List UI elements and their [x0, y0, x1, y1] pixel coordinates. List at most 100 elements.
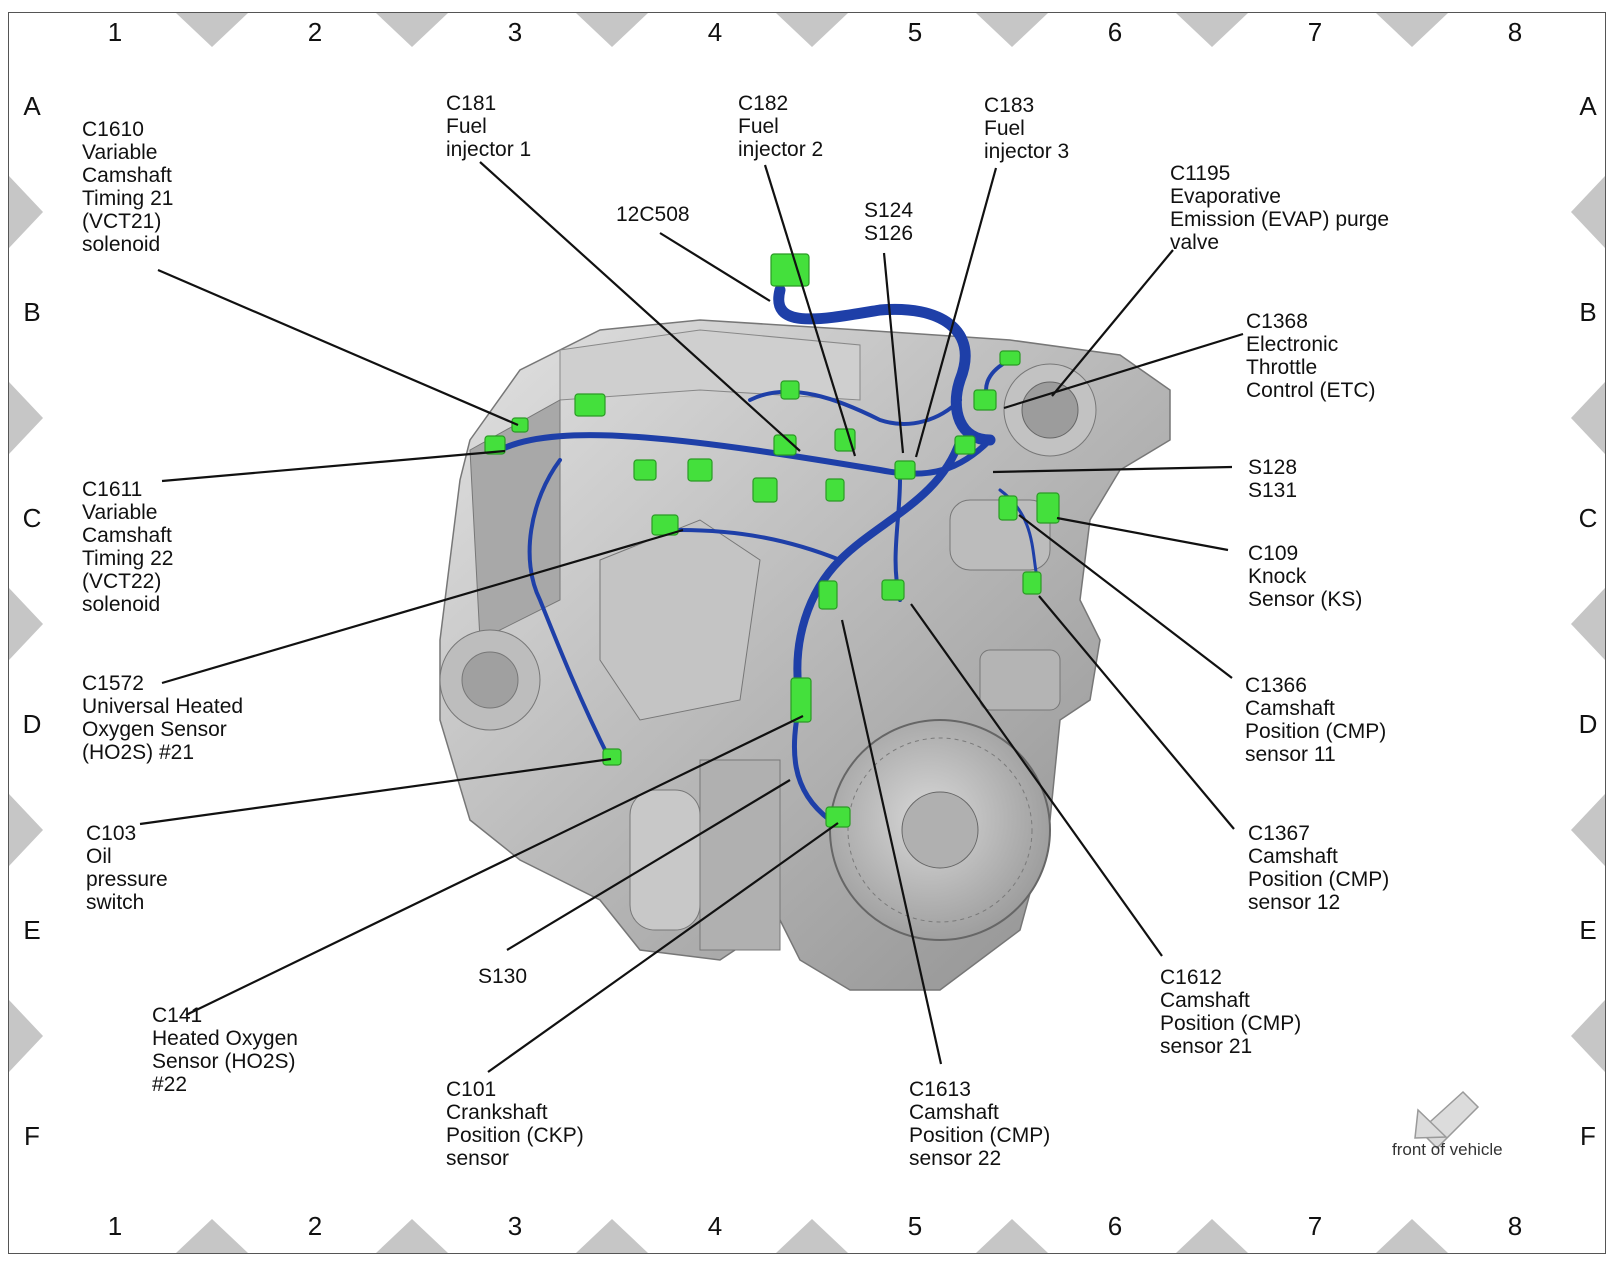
grid-row-right-D: D [1578, 709, 1598, 739]
leader-line [1018, 514, 1233, 679]
leader-line [914, 167, 998, 458]
leader-line [479, 161, 801, 452]
callout-c141: C141 Heated Oxygen Sensor (HO2S) #22 [152, 1004, 298, 1096]
leader-line [659, 232, 771, 302]
grid-marker [1376, 1219, 1448, 1253]
grid-marker [776, 13, 848, 47]
harness-connector [770, 253, 810, 287]
grid-row-left-B: B [23, 297, 41, 327]
callout-c1366: C1366 Camshaft Position (CMP) sensor 11 [1245, 674, 1387, 766]
callout-s128: S128 S131 [1248, 456, 1298, 502]
callout-c101: C101 Crankshaft Position (CKP) sensor [446, 1078, 584, 1170]
grid-marker [1571, 794, 1605, 866]
engine-illustration [439, 319, 1171, 991]
grid-marker [1376, 13, 1448, 47]
callout-c109: C109 Knock Sensor (KS) [1248, 542, 1363, 611]
grid-marker [1571, 382, 1605, 454]
grid-row-left-F: F [24, 1121, 40, 1151]
callout-c181: C181 Fuel injector 1 [446, 92, 532, 161]
grid-col-top-8: 8 [1507, 17, 1523, 47]
harness-connector [818, 580, 838, 610]
leader-line [506, 779, 791, 951]
grid-marker [1176, 13, 1248, 47]
grid-marker [9, 588, 43, 660]
grid-marker [176, 1219, 248, 1253]
harness-connector [780, 380, 800, 400]
grid-marker [9, 1000, 43, 1072]
harness-connector [825, 478, 845, 502]
harness-connector [511, 417, 529, 433]
grid-marker [9, 794, 43, 866]
grid-marker [376, 1219, 448, 1253]
harness-connector [1036, 492, 1060, 524]
grid-col-bottom-6: 6 [1107, 1211, 1123, 1241]
leader-line [185, 715, 804, 1016]
leader-line [992, 465, 1233, 474]
grid-row-right-E: E [1579, 915, 1597, 945]
grid-row-right-F: F [1580, 1121, 1596, 1151]
grid-marker [1571, 588, 1605, 660]
grid-col-top-5: 5 [907, 17, 923, 47]
leader-lines [139, 161, 1244, 1073]
grid-row-left-A: A [23, 91, 41, 121]
callout-c183: C183 Fuel injector 3 [984, 94, 1070, 163]
callout-c1572: C1572 Universal Heated Oxygen Sensor (HO… [82, 672, 244, 764]
grid-col-top-6: 6 [1107, 17, 1123, 47]
grid-row-right-A: A [1579, 91, 1597, 121]
harness-connector [834, 428, 856, 452]
harness-connector [973, 389, 997, 411]
harness-connector [1022, 571, 1042, 595]
callout-c182: C182 Fuel injector 2 [738, 92, 824, 161]
leader-line [882, 252, 905, 454]
grid-col-top-2: 2 [307, 17, 323, 47]
harness-connector [894, 460, 916, 480]
grid-marker [576, 13, 648, 47]
grid-col-top-4: 4 [707, 17, 723, 47]
grid-col-top-3: 3 [507, 17, 523, 47]
callout-c1368: C1368 Electronic Throttle Control (ETC) [1246, 310, 1376, 402]
grid-col-bottom-4: 4 [707, 1211, 723, 1241]
grid-col-bottom-8: 8 [1507, 1211, 1523, 1241]
callout-c1367: C1367 Camshaft Position (CMP) sensor 12 [1248, 822, 1390, 914]
harness-connector [825, 806, 851, 828]
wiring-harness [497, 284, 1042, 823]
grid-row-right-B: B [1579, 297, 1597, 327]
grid-marker [576, 1219, 648, 1253]
grid-marker [1176, 1219, 1248, 1253]
leader-line [1056, 516, 1229, 552]
leader-line [1003, 332, 1244, 410]
callout-c1611: C1611 Variable Camshaft Timing 22 (VCT22… [82, 478, 174, 616]
grid-marker [776, 1219, 848, 1253]
front-arrow-icon [1414, 1090, 1480, 1150]
grid-col-top-1: 1 [107, 17, 123, 47]
grid-row-left-C: C [22, 503, 42, 533]
leader-line [763, 164, 857, 457]
callout-c1195: C1195 Evaporative Emission (EVAP) purge … [1170, 162, 1390, 254]
harness-connector [602, 748, 622, 766]
leader-line [157, 268, 519, 427]
grid-col-bottom-5: 5 [907, 1211, 923, 1241]
harness-connector [790, 677, 812, 723]
harness-connector [574, 393, 606, 417]
leader-line [1051, 249, 1174, 397]
grid-col-top-7: 7 [1307, 17, 1323, 47]
callout-c1610: C1610 Variable Camshaft Timing 21 (VCT21… [82, 118, 174, 256]
harness-connector [752, 477, 778, 503]
connector-set [484, 253, 1060, 828]
leader-line [1038, 595, 1235, 830]
leader-line [161, 528, 684, 685]
grid-marker [1571, 176, 1605, 248]
harness-connector [881, 579, 905, 601]
callout-s124: S124 S126 [864, 199, 914, 245]
front-of-vehicle-label: front of vehicle [1392, 1140, 1503, 1159]
callout-c1613: C1613 Camshaft Position (CMP) sensor 22 [909, 1078, 1051, 1170]
leader-line [139, 757, 612, 826]
grid-col-bottom-2: 2 [307, 1211, 323, 1241]
grid-marker [176, 13, 248, 47]
grid-row-right-C: C [1578, 503, 1598, 533]
callout-c1612: C1612 Camshaft Position (CMP) sensor 21 [1160, 966, 1302, 1058]
harness-connector [773, 434, 797, 456]
harness-connector [998, 495, 1018, 521]
grid-col-bottom-7: 7 [1307, 1211, 1323, 1241]
